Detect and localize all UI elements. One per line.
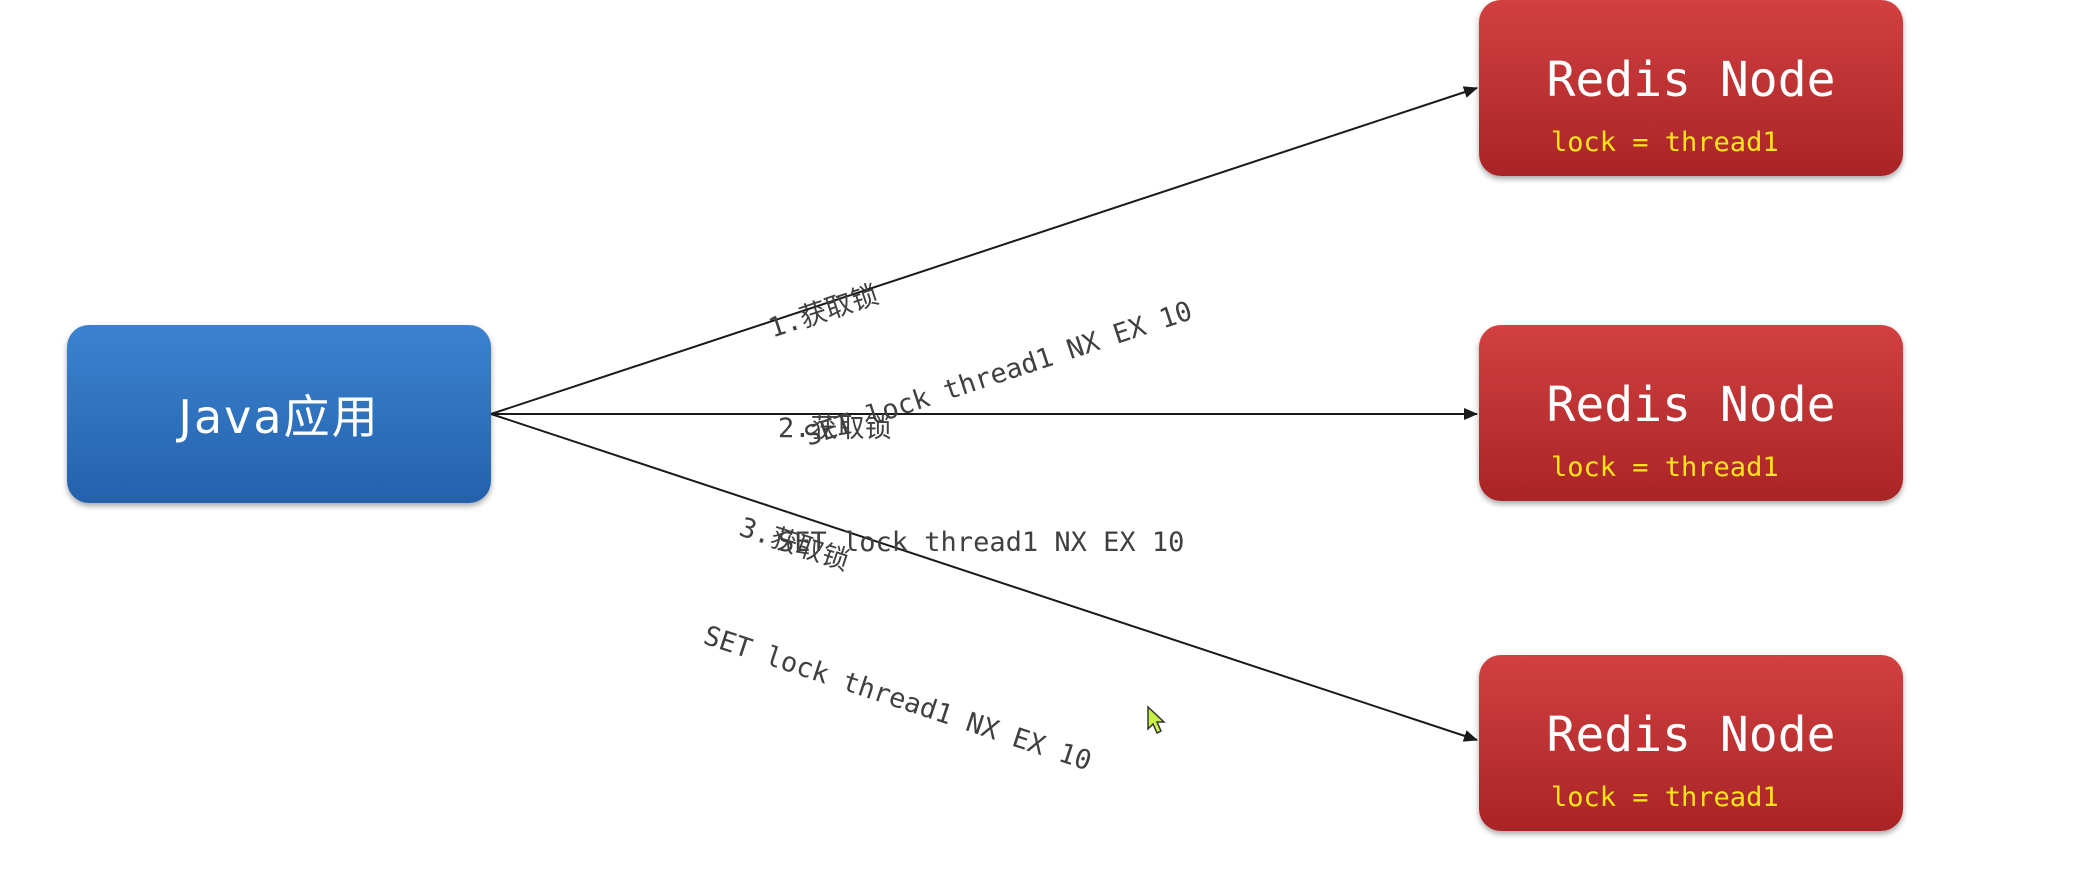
redis-node-title: Redis Node [1546, 52, 1836, 108]
redis-node-2: Redis Node lock = thread1 [1479, 325, 1903, 501]
redis-node-lock-value: lock = thread1 [1551, 452, 1779, 483]
redis-node-title: Redis Node [1546, 707, 1836, 763]
redis-node-lock-value: lock = thread1 [1551, 782, 1779, 813]
edge-arrow-3 [490, 413, 1478, 742]
redis-node-1: Redis Node lock = thread1 [1479, 0, 1903, 176]
edge-step-label: 2.获取锁 [778, 413, 892, 444]
redis-node-3: Redis Node lock = thread1 [1479, 655, 1903, 831]
redis-node-lock-value: lock = thread1 [1551, 127, 1779, 158]
edge-label-2: 2.获取锁 SET lock thread1 NX EX 10 [778, 334, 1184, 600]
java-app-node: Java应用 [67, 325, 491, 503]
redis-node-title: Redis Node [1546, 377, 1836, 433]
edge-command-label: SET lock thread1 NX EX 10 [778, 527, 1185, 558]
edge-arrow-1 [490, 86, 1478, 415]
mouse-cursor-icon [1147, 705, 1166, 735]
java-app-label: Java应用 [178, 390, 380, 444]
